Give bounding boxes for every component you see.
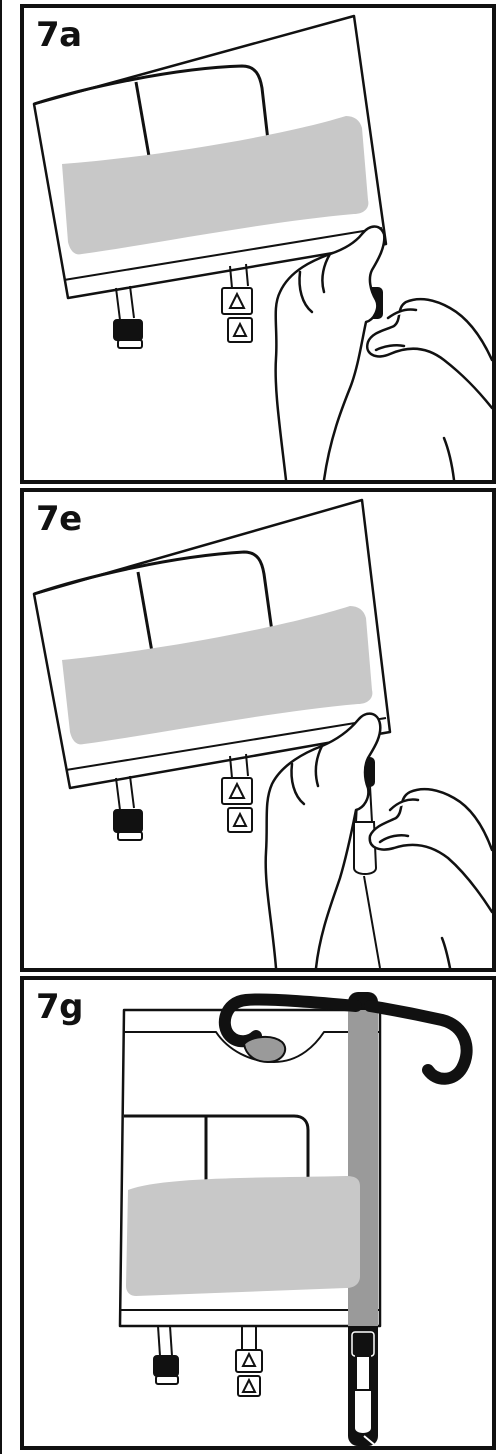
drop-arrow-icon — [222, 264, 252, 342]
port-cap-icon — [114, 776, 142, 840]
port-cap-icon — [154, 1326, 178, 1384]
step-label: 7e — [36, 502, 82, 536]
step-label: 7a — [36, 18, 82, 52]
port-cap-icon — [114, 286, 142, 348]
step-label: 7g — [36, 990, 83, 1024]
hand-right — [367, 299, 492, 480]
spike-tubing — [352, 1332, 376, 1446]
illustration-7g — [24, 980, 492, 1446]
illustration-7a — [24, 8, 492, 480]
step-panel-7e: 7e — [20, 488, 496, 972]
step-panel-7a: 7a — [20, 4, 496, 484]
illustration-7e — [24, 492, 492, 968]
step-panel-7g: 7g — [20, 976, 496, 1450]
hand-left — [276, 227, 385, 481]
hand-right — [370, 789, 492, 968]
drop-arrow-icon — [222, 754, 252, 832]
fluid-area — [126, 1176, 360, 1296]
drop-arrow-icon — [236, 1326, 262, 1396]
